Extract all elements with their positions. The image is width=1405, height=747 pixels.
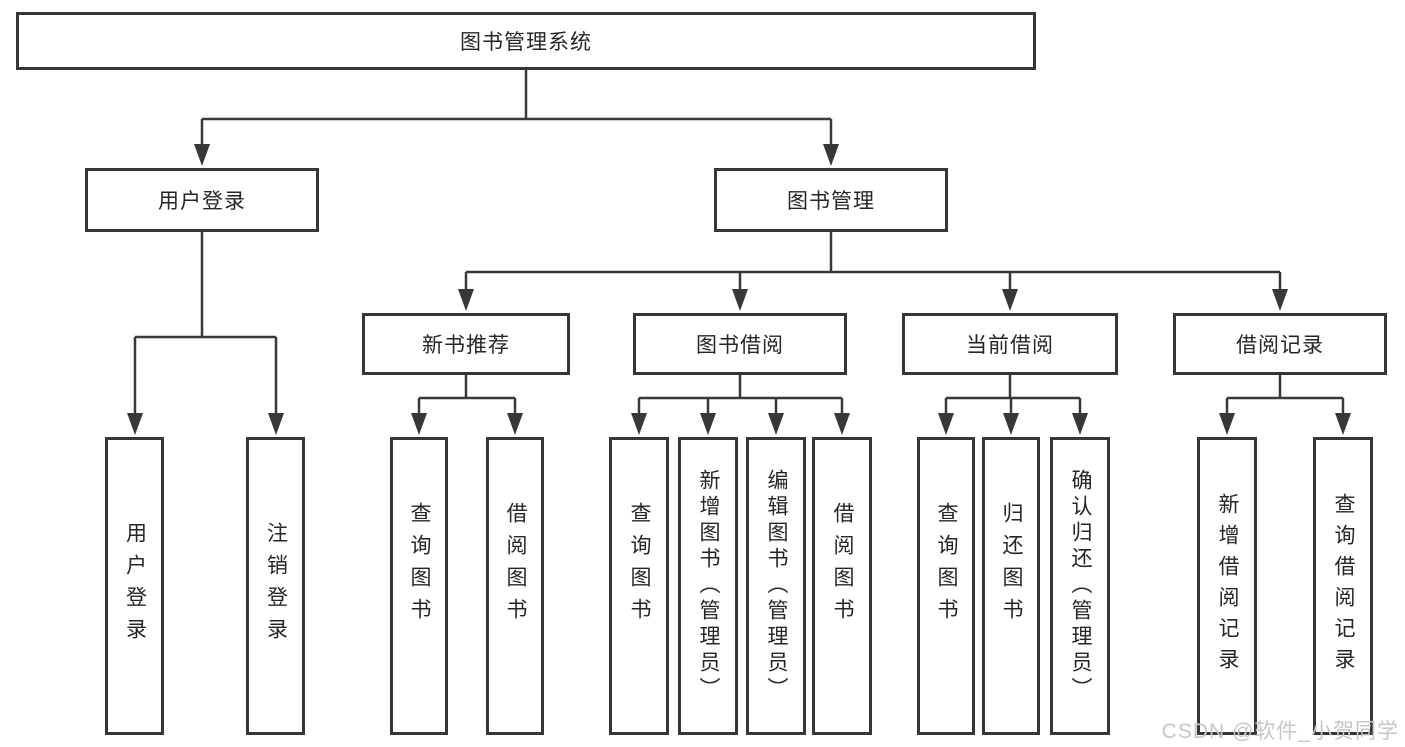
node-library-management-system: 图书管理系统	[16, 12, 1036, 70]
arrowhead	[507, 413, 523, 435]
leaf-logout: 注销登录	[246, 437, 305, 735]
node-book-borrowing: 图书借阅	[633, 313, 847, 375]
leaf-query-borrow-record: 查询借阅记录	[1313, 437, 1373, 735]
connector-bookmgmt-to-level3	[464, 232, 1282, 291]
connector-records-to-leaves	[1225, 375, 1345, 415]
leaf-query-books-borrowing: 查询图书	[609, 437, 669, 735]
arrowhead	[732, 289, 748, 311]
leaf-query-books-recommend: 查询图书	[390, 437, 448, 735]
connector-root-to-level2	[200, 70, 833, 146]
leaf-user-login: 用户登录	[105, 437, 164, 735]
connector-newbooks-to-leaves	[417, 375, 517, 415]
leaf-return-book: 归还图书	[982, 437, 1040, 735]
arrowhead	[1002, 289, 1018, 311]
node-borrow-records: 借阅记录	[1173, 313, 1387, 375]
leaf-add-borrow-record: 新增借阅记录	[1197, 437, 1257, 735]
node-new-book-recommend: 新书推荐	[362, 313, 570, 375]
leaf-edit-book-admin: 编辑图书（管理员）	[746, 437, 806, 735]
arrowhead	[268, 413, 284, 435]
node-current-borrowing: 当前借阅	[902, 313, 1118, 375]
node-user-login: 用户登录	[85, 168, 319, 232]
leaf-borrow-books-recommend: 借阅图书	[486, 437, 544, 735]
arrowhead	[631, 413, 647, 435]
arrowhead	[411, 413, 427, 435]
arrowhead	[1003, 413, 1019, 435]
connector-userlogin-to-leaves	[133, 232, 278, 415]
arrowhead	[1219, 413, 1235, 435]
leaf-query-books-current: 查询图书	[917, 437, 975, 735]
csdn-watermark: CSDN @软件_小贺同学	[1161, 720, 1399, 743]
arrowhead	[458, 289, 474, 311]
node-book-management: 图书管理	[714, 168, 948, 232]
arrowhead	[823, 144, 839, 166]
arrowhead	[1072, 413, 1088, 435]
arrowhead	[1335, 413, 1351, 435]
arrowhead	[938, 413, 954, 435]
leaf-add-book-admin: 新增图书（管理员）	[678, 437, 738, 735]
leaf-borrow-books-borrowing: 借阅图书	[812, 437, 872, 735]
arrowhead	[127, 413, 143, 435]
arrowhead	[1272, 289, 1288, 311]
connector-borrowing-to-leaves	[637, 375, 844, 415]
arrowhead	[834, 413, 850, 435]
arrowhead	[194, 144, 210, 166]
arrowhead	[700, 413, 716, 435]
arrowhead	[768, 413, 784, 435]
connector-current-to-leaves	[944, 375, 1082, 415]
leaf-confirm-return-admin: 确认归还（管理员）	[1050, 437, 1110, 735]
